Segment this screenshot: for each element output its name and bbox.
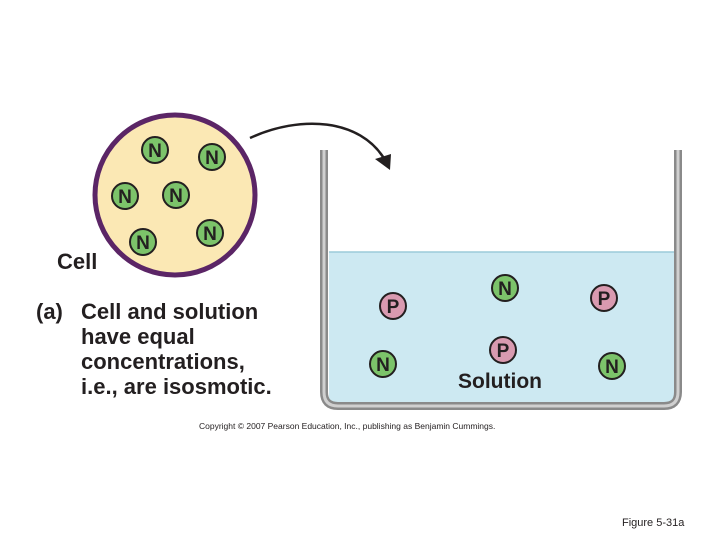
p-particle-solution: P [379,292,407,320]
copyright-notice: Copyright © 2007 Pearson Education, Inc.… [199,421,496,431]
beaker-highlight [322,150,680,408]
particle-circle [162,181,190,209]
particle-circle [141,136,169,164]
particle-circle [491,274,519,302]
solution-label: Solution [458,370,542,393]
particle-circle [196,219,224,247]
figure-number: Figure 5-31a [622,517,685,529]
n-particle-cell: N [198,143,226,171]
n-particle-cell: N [162,181,190,209]
cell-label: Cell [57,249,98,274]
n-particle-solution: N [598,352,626,380]
n-particle-cell: N [141,136,169,164]
particle-letter: N [136,233,150,254]
particle-letter: P [598,289,611,310]
particle-letter: N [498,279,512,300]
n-particle-cell: N [129,228,157,256]
n-particle-cell: N [196,219,224,247]
caption-line: Cell and solution [81,299,259,324]
particle-circle [489,336,517,364]
n-particle-solution: N [369,350,397,378]
particle-circle [590,284,618,312]
particle-letter: N [169,186,183,207]
particle-circle [369,350,397,378]
particle-letter: N [203,224,217,245]
particle-letter: N [376,355,390,376]
particle-letter: N [148,141,162,162]
caption: Cell and solution have equal concentrati… [81,299,272,399]
particle-circle [379,292,407,320]
transfer-arrow-head [375,154,391,170]
caption-line: concentrations, [81,349,245,374]
n-particle-solution: N [491,274,519,302]
transfer-arrow [249,122,387,161]
particle-letter: N [205,148,219,169]
caption-line: i.e., are isosmotic. [81,374,272,399]
caption-line: have equal [81,324,195,349]
particle-letter: P [387,297,400,318]
particle-circle [198,143,226,171]
particle-circle [111,182,139,210]
part-label: (a) [36,299,63,324]
particle-circle [129,228,157,256]
p-particle-solution: P [590,284,618,312]
particle-letter: N [605,357,619,378]
particle-letter: P [497,341,510,362]
particle-circle [598,352,626,380]
n-particle-cell: N [111,182,139,210]
p-particle-solution: P [489,336,517,364]
particle-letter: N [118,187,132,208]
